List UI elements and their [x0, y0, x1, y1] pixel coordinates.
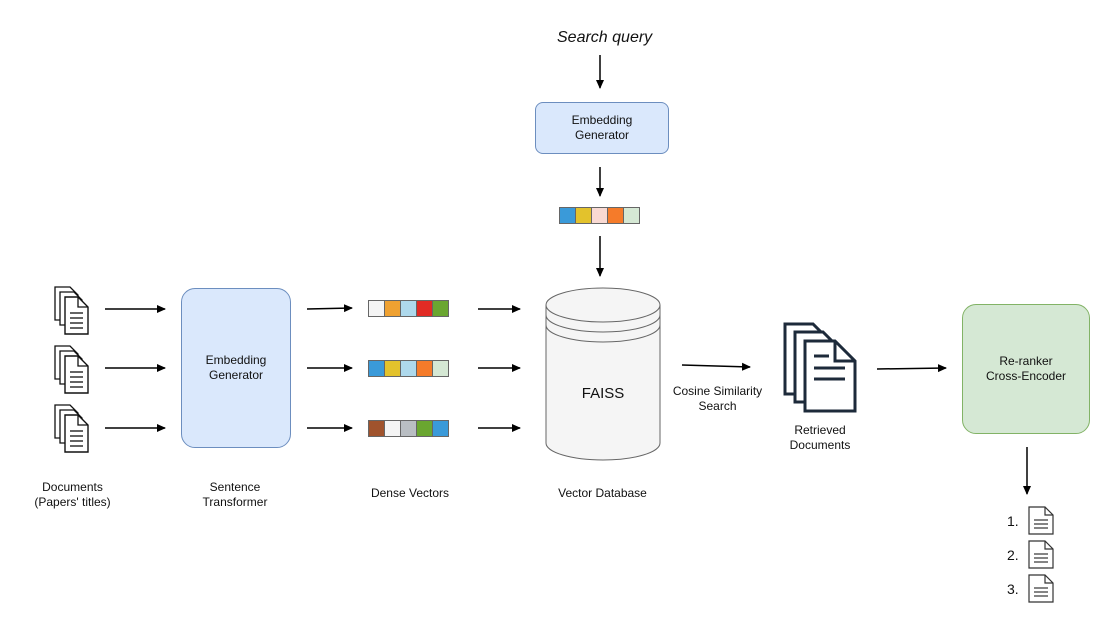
documents-caption-line1: Documents — [42, 480, 103, 494]
cosine-search-label: Cosine Similarity Search — [665, 384, 770, 414]
query-embedding-generator: Embedding Generator — [535, 102, 669, 154]
vector-cell — [432, 420, 449, 437]
rank-label-2: 2. — [1007, 547, 1019, 563]
documents-caption-line2: (Papers' titles) — [34, 495, 111, 509]
retrieved-line1: Retrieved — [794, 423, 846, 437]
vector-cell — [384, 300, 401, 317]
rank-label-3: 3. — [1007, 581, 1019, 597]
sentence-embedding-generator: Embedding Generator — [181, 288, 291, 448]
vector-cell — [400, 360, 417, 377]
faiss-label: FAISS — [581, 385, 625, 402]
database-cylinder-icon — [545, 287, 661, 461]
query-vector — [559, 207, 640, 224]
vector-cell — [623, 207, 640, 224]
vector-cell — [368, 420, 385, 437]
embedding-generator-line2: Generator — [208, 368, 264, 382]
dense-vectors-caption: Dense Vectors — [370, 486, 450, 500]
vector-database-caption: Vector Database — [558, 486, 647, 500]
ranked-document-icon — [1028, 574, 1054, 603]
dense-vector-1 — [368, 300, 449, 317]
sentence-transformer-caption: Sentence Transformer — [185, 480, 285, 510]
ranked-document-icon — [1028, 506, 1054, 535]
vector-cell — [368, 360, 385, 377]
document-stack-icon — [54, 286, 89, 335]
arrow-retrieved-to-reranker — [876, 364, 947, 373]
vector-cell — [416, 300, 433, 317]
document-stack-icon — [54, 404, 89, 453]
arrow-embed-to-vec1 — [306, 304, 353, 313]
retrieved-documents-icon — [783, 322, 857, 413]
vector-cell — [432, 360, 449, 377]
retrieved-line2: Documents — [789, 438, 851, 452]
vector-cell — [559, 207, 576, 224]
vector-cell — [384, 420, 401, 437]
vector-cell — [416, 420, 433, 437]
ranked-document-icon — [1028, 540, 1054, 569]
query-embedding-generator-line2: Generator — [574, 128, 630, 142]
vector-cell — [368, 300, 385, 317]
vector-cell — [416, 360, 433, 377]
sentence-transformer-line1: Sentence — [209, 480, 261, 494]
vector-cell — [384, 360, 401, 377]
dense-vector-3 — [368, 420, 449, 437]
cosine-search-line1: Cosine Similarity — [672, 384, 763, 398]
embedding-generator-line1: Embedding — [205, 353, 267, 367]
arrow-db-to-retrieved — [681, 362, 751, 371]
dense-vector-2 — [368, 360, 449, 377]
reranker-line1: Re-ranker — [999, 354, 1053, 368]
vector-cell — [400, 300, 417, 317]
document-stack-icon — [54, 345, 89, 394]
sentence-transformer-line2: Transformer — [202, 495, 268, 509]
search-query-label: Search query — [557, 29, 653, 46]
vector-cell — [607, 207, 624, 224]
query-embedding-generator-line1: Embedding — [571, 113, 633, 127]
cosine-search-line2: Search — [698, 399, 737, 413]
retrieved-documents-label: Retrieved Documents — [770, 423, 870, 453]
vector-cell — [575, 207, 592, 224]
rank-label-1: 1. — [1007, 513, 1019, 529]
vector-cell — [591, 207, 608, 224]
documents-caption: Documents (Papers' titles) — [20, 480, 125, 510]
vector-cell — [400, 420, 417, 437]
vector-cell — [432, 300, 449, 317]
reranker-cross-encoder: Re-ranker Cross-Encoder — [962, 304, 1090, 434]
reranker-line2: Cross-Encoder — [985, 369, 1067, 383]
